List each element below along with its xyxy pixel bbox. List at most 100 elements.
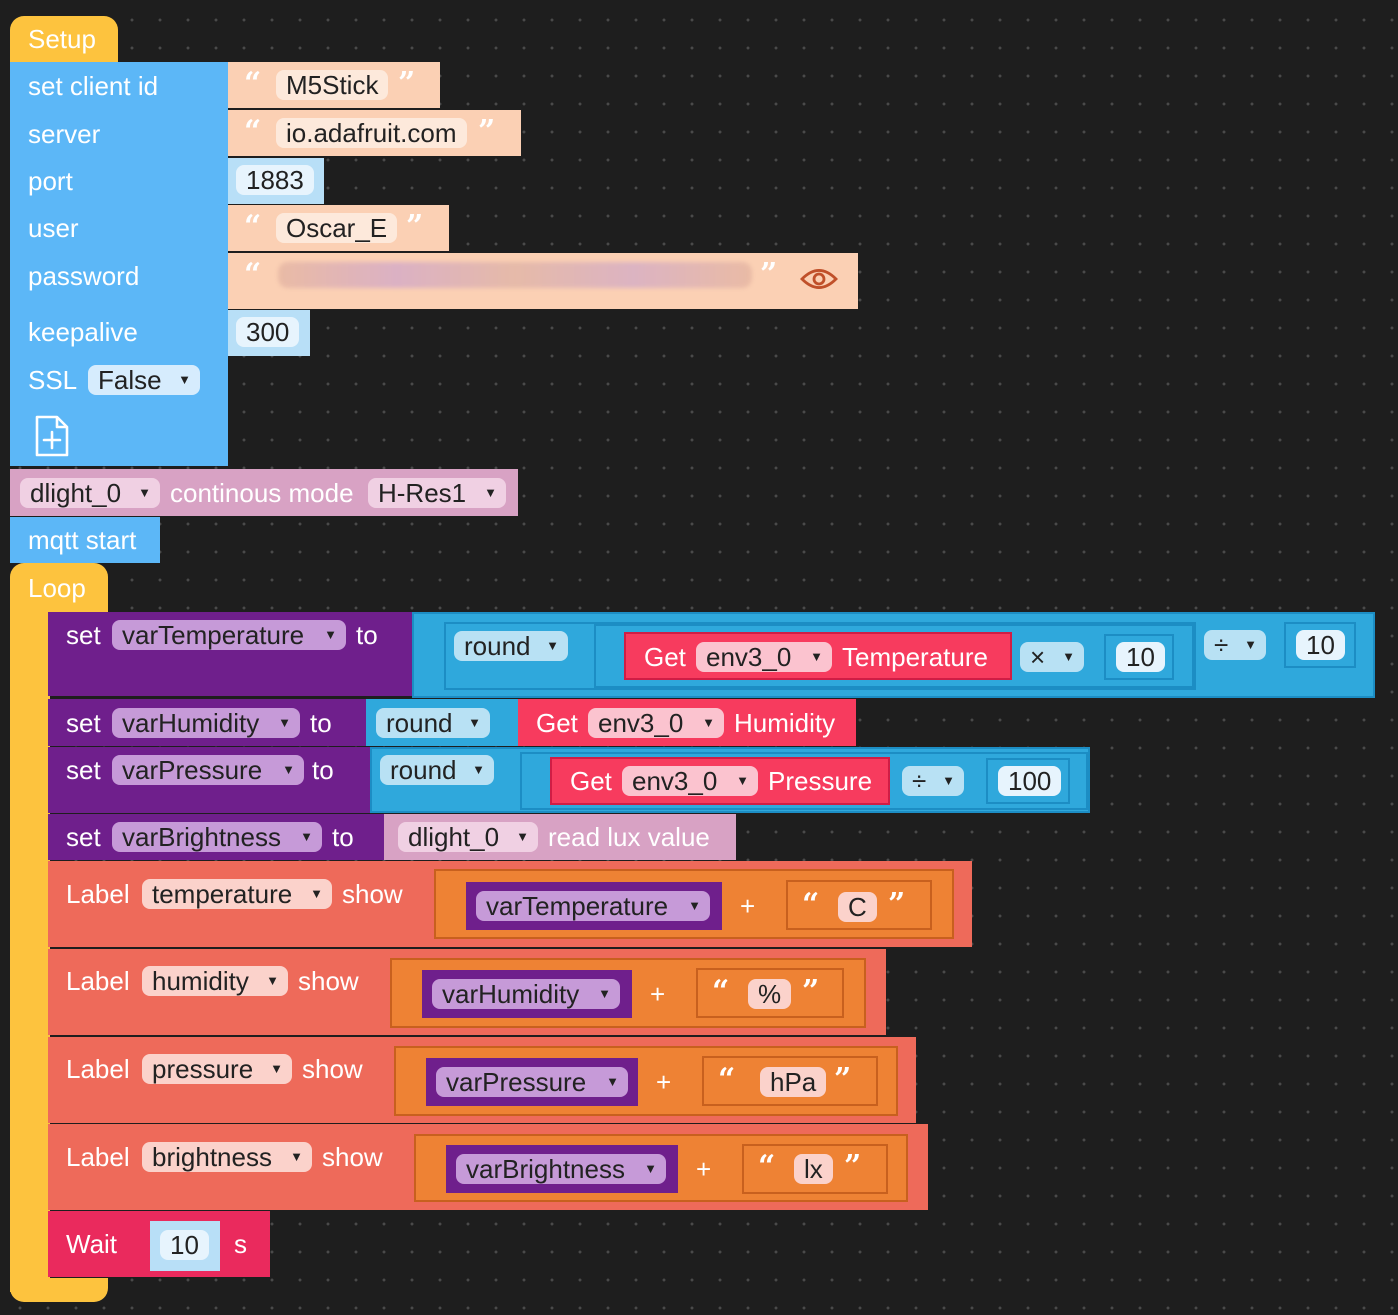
var-temperature-getter-value: varTemperature [486,891,669,921]
quote-close-icon: ” [802,974,820,1009]
var-humidity-getter-value: varHumidity [442,979,580,1009]
divide-operator: ÷ [1214,630,1229,660]
var-brightness-dropdown[interactable]: varBrightness▼ [112,822,322,852]
quote-close-icon: ” [478,114,496,149]
chevron-down-icon: ▼ [472,762,485,777]
chevron-down-icon: ▼ [810,649,823,664]
var-temperature-dropdown[interactable]: varTemperature▼ [112,620,346,650]
mqtt-start-block[interactable] [10,517,160,563]
round-dropdown[interactable]: round ▼ [376,708,490,738]
show-keyword: show [342,879,403,909]
set-keyword: set [66,708,101,738]
suffix-hpa-field[interactable]: hPa [760,1067,827,1097]
quote-close-icon: ” [888,887,906,922]
round-value: round [390,755,457,785]
chevron-down-icon: ▼ [942,773,955,788]
port-field[interactable]: 1883 [236,165,314,195]
ssl-dropdown[interactable]: False ▼ [88,365,200,395]
quote-open-icon: “ [244,257,262,292]
label-keyword: Label [66,879,130,909]
wait-seconds-field[interactable]: 10 [160,1230,209,1260]
ssl-value: False [98,365,162,395]
loop-block-spine [10,610,50,1292]
round-value: round [386,708,453,738]
divide-operator: ÷ [912,766,927,796]
multiplier-field[interactable]: 10 [1116,642,1165,672]
user-field[interactable]: Oscar_E [276,213,398,243]
suffix-percent-field[interactable]: % [748,979,792,1009]
quote-open-icon: “ [712,974,730,1009]
round-dropdown[interactable]: round ▼ [380,755,494,785]
var-pressure-dropdown[interactable]: varPressure ▼ [112,755,304,785]
dlight-sensor-value: dlight_0 [408,822,500,852]
var-pressure-value: varPressure [122,755,263,785]
server-field[interactable]: io.adafruit.com [276,118,467,148]
plus-operator: + [696,1154,712,1184]
show-keyword: show [302,1054,363,1084]
dlight-sensor-dropdown[interactable]: dlight_0▼ [20,478,160,508]
var-humidity-dropdown[interactable]: varHumidity ▼ [112,708,300,738]
keepalive-field[interactable]: 300 [236,317,300,347]
to-keyword: to [356,620,378,650]
setup-hat-label: Setup [28,24,96,54]
suffix-c-field[interactable]: C [838,892,877,922]
divide-operator-dropdown[interactable]: ÷▼ [1204,630,1266,660]
suffix-lx-field[interactable]: lx [794,1154,833,1184]
dlight-mode-dropdown[interactable]: H-Res1 ▼ [368,478,506,508]
password-label: password [28,261,140,291]
chevron-down-icon: ▼ [546,638,559,653]
var-temperature-getter-dropdown[interactable]: varTemperature▼ [476,891,710,921]
env-sensor-dropdown[interactable]: env3_0▼ [588,708,724,738]
divide-operator-dropdown[interactable]: ÷▼ [902,766,964,796]
round-value: round [464,631,531,661]
chevron-down-icon: ▼ [468,715,481,730]
quote-close-icon: ” [844,1149,862,1184]
chevron-down-icon: ▼ [484,485,497,500]
quote-open-icon: “ [244,114,262,149]
var-humidity-getter-dropdown[interactable]: varHumidity ▼ [432,979,620,1009]
pressure-divisor-field[interactable]: 100 [998,766,1062,796]
chevron-down-icon: ▼ [598,986,611,1001]
label-brightness-dropdown[interactable]: brightness▼ [142,1142,312,1172]
chevron-down-icon: ▼ [278,715,291,730]
get-keyword: Get [536,708,578,738]
var-brightness-getter-dropdown[interactable]: varBrightness▼ [456,1154,666,1184]
seconds-unit: s [234,1229,247,1259]
label-temperature-dropdown[interactable]: temperature▼ [142,879,332,909]
plus-operator: + [656,1067,672,1097]
quote-open-icon: “ [718,1062,736,1097]
loop-block-foot [10,1278,108,1302]
eye-icon[interactable] [800,266,838,292]
divisor-field[interactable]: 10 [1296,630,1345,660]
label-temperature-value: temperature [152,879,293,909]
loop-block[interactable] [10,563,108,613]
env-sensor-value: env3_0 [632,766,718,796]
chevron-down-icon: ▼ [736,773,749,788]
var-humidity-value: varHumidity [122,708,260,738]
label-humidity-value: humidity [152,966,249,996]
chevron-down-icon: ▼ [178,372,191,387]
client-id-field[interactable]: M5Stick [276,70,389,100]
file-plus-icon[interactable] [34,414,70,458]
label-humidity-dropdown[interactable]: humidity▼ [142,966,288,996]
var-pressure-getter-dropdown[interactable]: varPressure▼ [436,1067,628,1097]
setup-hat-block[interactable] [10,16,118,64]
chevron-down-icon: ▼ [282,762,295,777]
dlight-mode-value: H-Res1 [378,478,467,508]
env-sensor-dropdown[interactable]: env3_0 ▼ [622,766,758,796]
chevron-down-icon: ▼ [324,627,337,642]
env-sensor-dropdown[interactable]: env3_0 ▼ [696,642,832,672]
env-sensor-value: env3_0 [706,642,792,672]
dlight-sensor-dropdown[interactable]: dlight_0▼ [398,822,538,852]
env-sensor-value: env3_0 [598,708,684,738]
var-pressure-getter-value: varPressure [446,1067,587,1097]
keepalive-label: keepalive [28,317,138,347]
get-keyword: Get [644,642,686,672]
label-keyword: Label [66,1142,130,1172]
quote-close-icon: ” [834,1062,852,1097]
mqtt-init-block[interactable] [10,62,228,466]
multiply-operator-dropdown[interactable]: ×▼ [1020,642,1084,672]
round-dropdown[interactable]: round ▼ [454,631,568,661]
label-pressure-dropdown[interactable]: pressure▼ [142,1054,292,1084]
password-field-masked[interactable] [278,262,752,288]
